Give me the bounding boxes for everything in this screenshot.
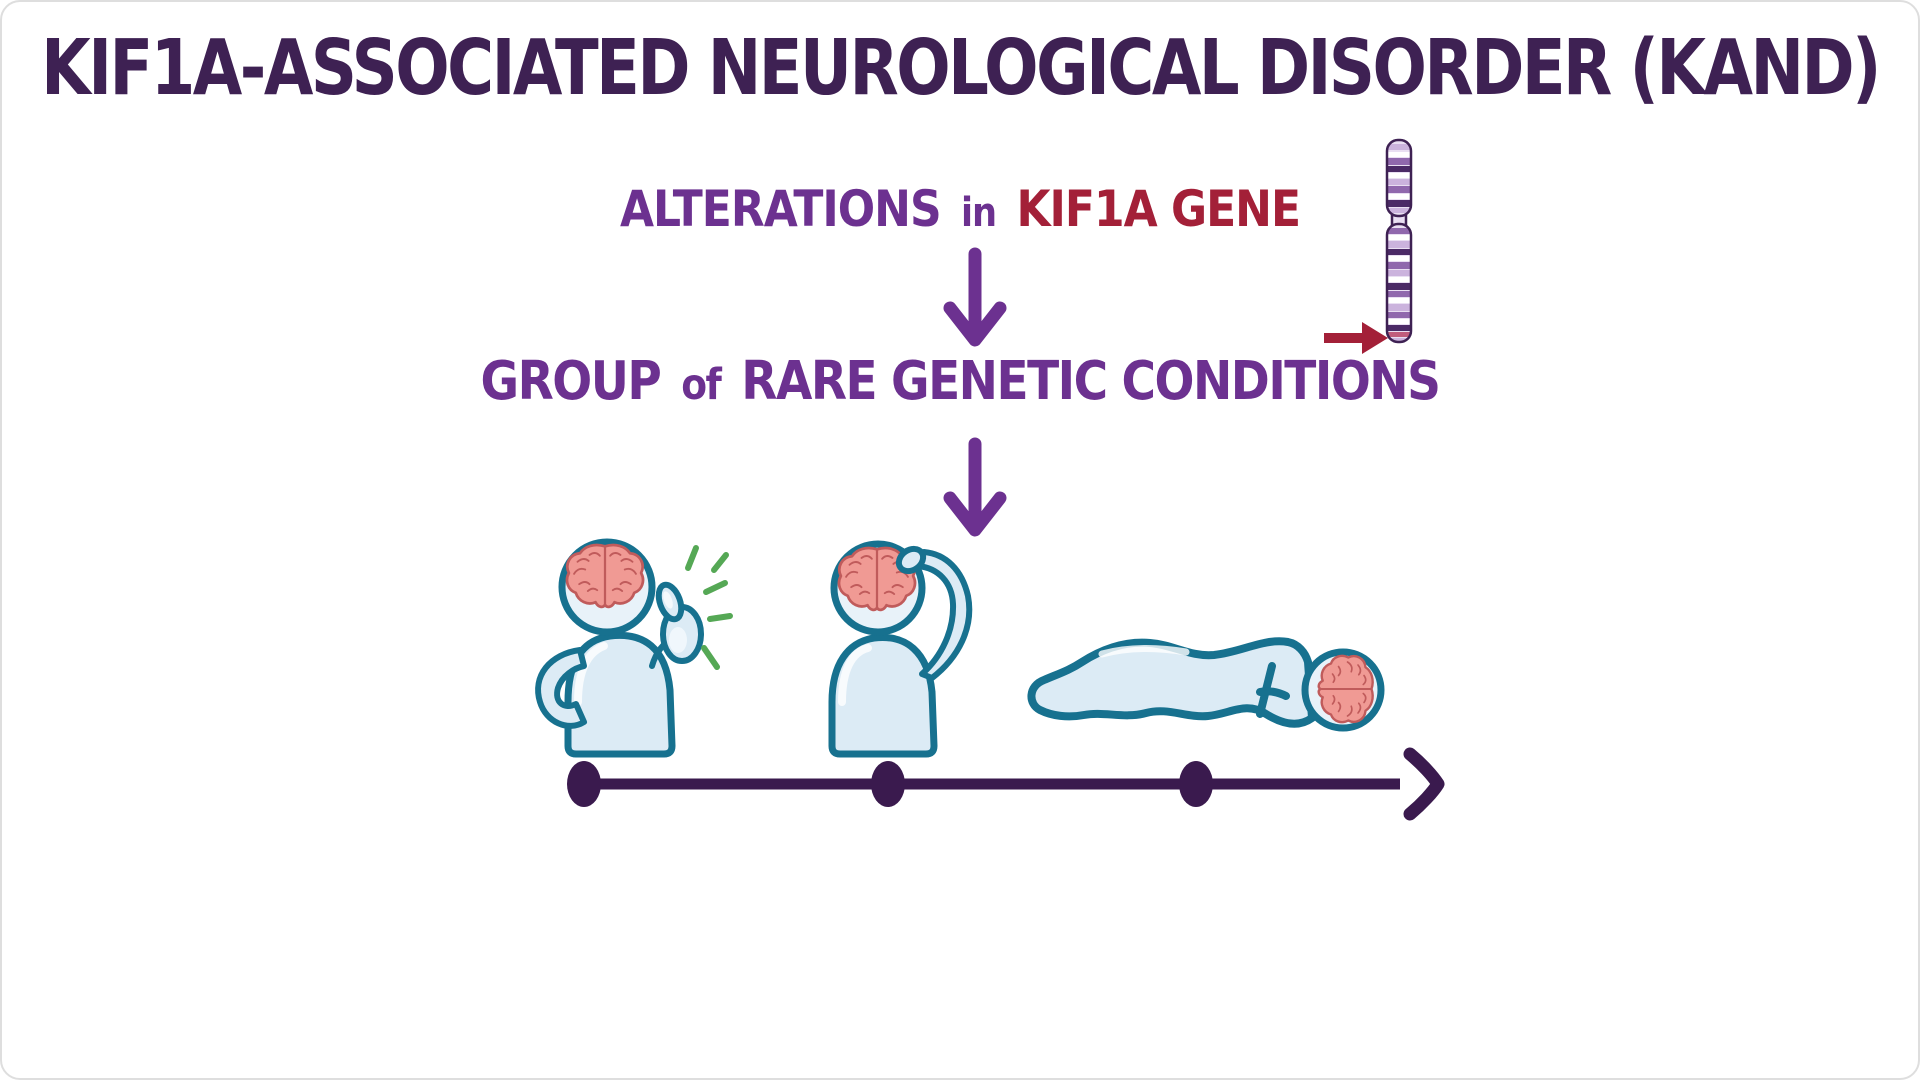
connector-in-text: in [961, 189, 997, 237]
chromosome-icon [1385, 138, 1413, 344]
down-arrow-icon [943, 437, 1007, 537]
conditions-text: RARE GENETIC CONDITIONS [741, 350, 1441, 413]
brain-icon [565, 543, 645, 609]
person-thumbs-up-icon [535, 538, 733, 758]
timeline-dot-icon [567, 761, 601, 807]
down-arrow-icon [943, 247, 1007, 347]
result-line: GROUP of RARE GENETIC CONDITIONS [2, 350, 1918, 413]
person-lying-icon [1027, 637, 1385, 732]
timeline-dot-icon [871, 761, 905, 807]
brain-icon [1317, 654, 1374, 724]
kif1a-gene-text: KIF1A GENE [1016, 180, 1301, 239]
timeline-dot-icon [1179, 761, 1213, 807]
page-title: KIF1A-ASSOCIATED NEUROLOGICAL DISORDER (… [41, 24, 1881, 114]
group-text: GROUP [480, 350, 662, 413]
person-head-scratch-icon [828, 540, 973, 758]
green-emphasis-lines-icon [685, 545, 733, 670]
gene-locus-arrow-icon [1324, 322, 1388, 354]
timeline-arrow-icon [567, 747, 1445, 821]
cause-line: ALTERATIONS in KIF1A GENE [2, 180, 1918, 238]
connector-of-text: of [681, 359, 722, 410]
alterations-text: ALTERATIONS [619, 180, 942, 239]
